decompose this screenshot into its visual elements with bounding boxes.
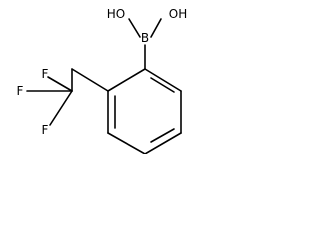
atom-label-f-bottom: F: [42, 123, 49, 137]
ring-bond-3: [144, 132, 182, 154]
bond-b-o-right: [150, 18, 162, 38]
bonds: [26, 18, 182, 154]
atom-label-oh-left: HO: [107, 7, 125, 21]
atom-label-boron: B: [141, 31, 149, 45]
bond-c-f-top: [47, 76, 73, 92]
atom-label-oh-right: OH: [169, 7, 187, 21]
bond-c-f-bottom: [49, 90, 73, 126]
ring-double-bond-2: [150, 128, 175, 143]
structure-diagram: HO OH B F F F: [0, 0, 199, 154]
atom-label-f-left: F: [17, 84, 24, 98]
ring-bond-6: [107, 68, 146, 92]
atom-labels: HO OH B F F F: [17, 7, 188, 137]
molecule-drawing: HO OH B F F F: [17, 7, 188, 154]
ring-bond-4: [107, 132, 146, 154]
atom-label-f-top: F: [42, 67, 49, 81]
ring-bond-1: [144, 68, 182, 92]
ring-double-bond-1: [150, 77, 175, 93]
bond-ring-ch2: [71, 68, 109, 92]
bond-b-o-left: [128, 18, 141, 38]
